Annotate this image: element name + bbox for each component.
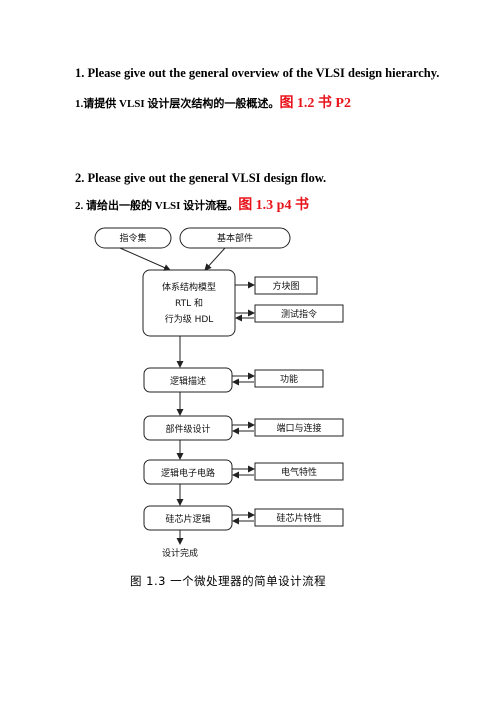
label-arch-line3: 行为级 HDL: [165, 313, 214, 325]
electrical-characteristics-box: [254, 462, 344, 481]
ports-connections-box: [254, 418, 344, 437]
label-instruction-set: 指令集: [119, 232, 146, 244]
label-logic-circuit: 逻辑电子电路: [161, 467, 215, 479]
question-1-chinese: 1.请提供 VLSI 设计层次结构的一般概述。图 1.2 书 P2: [75, 92, 351, 112]
label-test-instructions: 测试指令: [281, 308, 317, 320]
label-electrical-characteristics: 电气特性: [281, 466, 317, 478]
label-logic-description: 逻辑描述: [170, 375, 206, 387]
question-1-english: 1. Please give out the general overview …: [75, 66, 440, 80]
question-1-reference: 图 1.2 书 P2: [279, 96, 351, 111]
label-arch-line2: RTL 和: [175, 298, 203, 309]
label-ports-connections: 端口与连接: [276, 422, 321, 434]
question-2-chinese-text: 2. 请给出一般的 VLSI 设计流程。: [75, 200, 239, 212]
figure-caption: 图 1.3 一个微处理器的简单设计流程: [130, 574, 327, 588]
instruction-set-box: [94, 227, 172, 249]
basic-components-box: [179, 227, 291, 249]
architecture-model-box: [142, 269, 236, 337]
chip-characteristics-box: [254, 508, 344, 527]
block-diagram-box: [254, 276, 318, 295]
question-2-reference: 图 1.3 p4 书: [238, 198, 309, 213]
arrow-components-to-arch: [204, 247, 226, 271]
label-component-design: 部件级设计: [165, 423, 210, 435]
test-instructions-box: [254, 304, 344, 323]
label-function: 功能: [280, 373, 298, 385]
question-2-chinese: 2. 请给出一般的 VLSI 设计流程。图 1.3 p4 书: [75, 194, 309, 214]
label-basic-components: 基本部件: [217, 232, 253, 244]
question-2-english: 2. Please give out the general VLSI desi…: [75, 171, 327, 185]
label-block-diagram: 方块图: [272, 280, 299, 292]
label-chip-logic: 硅芯片逻辑: [165, 513, 210, 525]
label-design-complete: 设计完成: [162, 547, 198, 559]
arrow-instruction-to-arch: [119, 247, 171, 271]
label-arch-line1: 体系结构模型: [162, 281, 216, 293]
question-1-chinese-text: 1.请提供 VLSI 设计层次结构的一般概述。: [75, 98, 280, 110]
function-box: [254, 369, 324, 388]
label-chip-characteristics: 硅芯片特性: [276, 512, 321, 524]
